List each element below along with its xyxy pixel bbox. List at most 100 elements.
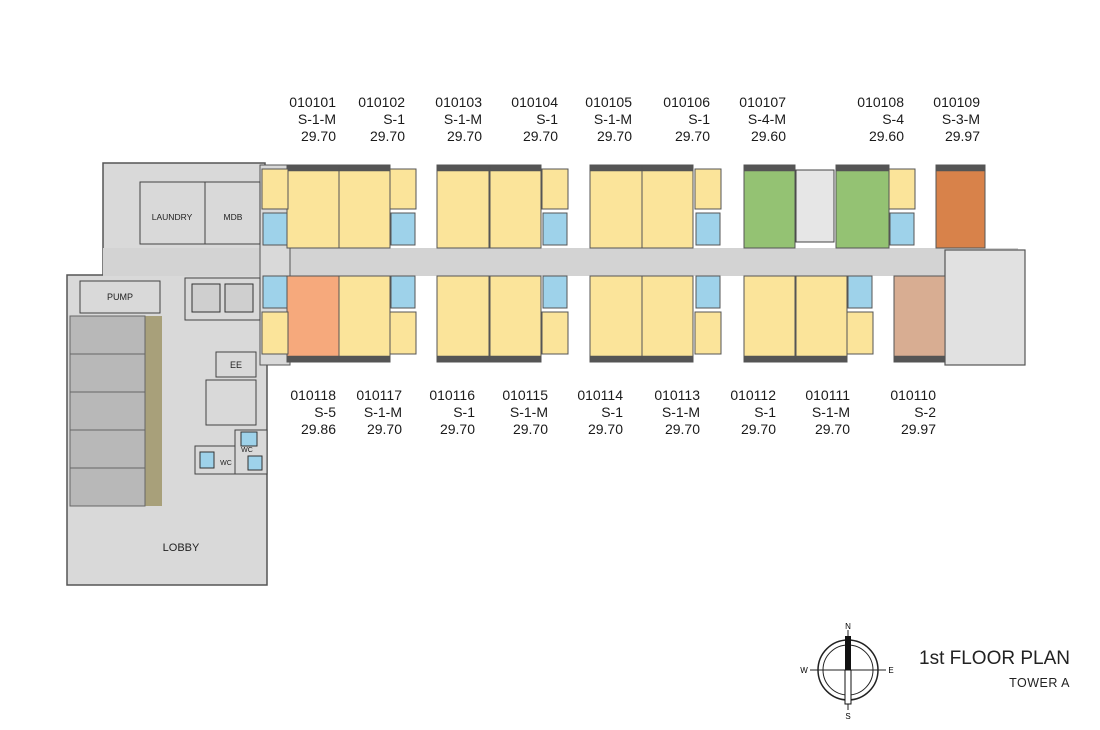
unit-area: 29.70 [366, 421, 402, 437]
unit-010105 [589, 164, 643, 249]
unit-id: 010112 [730, 387, 776, 403]
unit-window-010115 [489, 355, 542, 363]
unit-id: 010108 [857, 94, 904, 110]
plan-subtitle: TOWER A [1009, 676, 1070, 690]
toilet-icon [262, 275, 288, 309]
unit-id: 010104 [511, 94, 558, 110]
mdb-room [204, 181, 261, 245]
unit-id: 010114 [577, 387, 623, 403]
unit-window-010107 [743, 164, 796, 172]
parking-bays [69, 315, 162, 507]
unit-type: S-1 [754, 404, 776, 420]
unit-010113 [641, 275, 694, 363]
unit-window-010111 [795, 355, 848, 363]
unit-010115 [489, 275, 542, 363]
unit-010111 [795, 275, 848, 363]
elevator-icon [224, 283, 254, 313]
unit-id: 010109 [933, 94, 980, 110]
unit-window-010108 [835, 164, 890, 172]
unit-id: 010111 [805, 387, 850, 403]
laundry-room [139, 181, 206, 245]
unit-010103 [436, 164, 490, 249]
toilet-icon [199, 451, 215, 469]
lobby-label: LOBBY [163, 542, 200, 554]
toilet-icon [695, 212, 721, 246]
unit-id: 010102 [358, 94, 405, 110]
unit-entry [541, 311, 569, 355]
mdb-label: MDB [224, 212, 243, 222]
toilet-icon [240, 431, 258, 447]
unit-area: 29.60 [868, 128, 904, 144]
unit-010102 [338, 164, 391, 249]
toilet-icon [247, 455, 263, 471]
unit-area: 29.70 [522, 128, 558, 144]
plan-title: 1st FLOOR PLAN [919, 648, 1070, 669]
unit-window-010102 [338, 164, 391, 172]
unit-type: S-1-M [509, 404, 548, 420]
unit-type: S-1-M [661, 404, 700, 420]
unit-id: 010107 [739, 94, 786, 110]
unit-area: 29.60 [750, 128, 786, 144]
unit-area: 29.70 [814, 421, 850, 437]
unit-window-010113 [641, 355, 694, 363]
unit-id: 010110 [890, 387, 936, 403]
compass-w: W [800, 666, 808, 675]
unit-type: S-2 [914, 404, 936, 420]
pump-label: PUMP [107, 292, 133, 302]
unit-id: 010116 [429, 387, 475, 403]
service-rooms [79, 169, 835, 475]
parking-bay [69, 467, 146, 507]
wc-label: WC [220, 460, 232, 467]
unit-window-010105 [589, 164, 643, 172]
unit-010109 [935, 164, 986, 249]
unit-area: 29.70 [587, 421, 623, 437]
toilet-icon [847, 275, 873, 309]
unit-window-010103 [436, 164, 490, 172]
unit-type: S-1 [601, 404, 623, 420]
unit-area: 29.70 [369, 128, 405, 144]
unit-type: S-4-M [747, 111, 786, 127]
unit-type: S-1-M [593, 111, 632, 127]
compass-s: S [845, 712, 850, 721]
unit-type: S-1 [536, 111, 558, 127]
compass-e: E [888, 666, 893, 675]
wc-label: WC [241, 447, 253, 454]
unit-entry [389, 168, 417, 210]
unit-type: S-1-M [443, 111, 482, 127]
unit-entry [694, 168, 722, 210]
unit-010104 [489, 164, 542, 249]
unit-area: 29.97 [900, 421, 936, 437]
unit-window-010118 [286, 355, 340, 363]
parking-olive-strip [145, 316, 162, 506]
unit-window-010101 [286, 164, 340, 172]
unit-010108 [835, 164, 890, 249]
corridor [103, 248, 1018, 276]
unit-entry [261, 168, 289, 210]
unit-type: S-5 [314, 404, 336, 420]
unit-010117 [338, 275, 391, 363]
unit-area: 29.70 [596, 128, 632, 144]
toilet-icon [542, 212, 568, 246]
unit-id: 010113 [654, 387, 700, 403]
ee-label: EE [230, 360, 242, 370]
unit-010101 [286, 164, 340, 249]
unit-010116 [436, 275, 490, 363]
unit-area: 29.70 [512, 421, 548, 437]
toilet-icon [542, 275, 568, 309]
unit-entry [541, 168, 569, 210]
laundry-label: LAUNDRY [152, 212, 193, 222]
unit-type: S-1 [453, 404, 475, 420]
